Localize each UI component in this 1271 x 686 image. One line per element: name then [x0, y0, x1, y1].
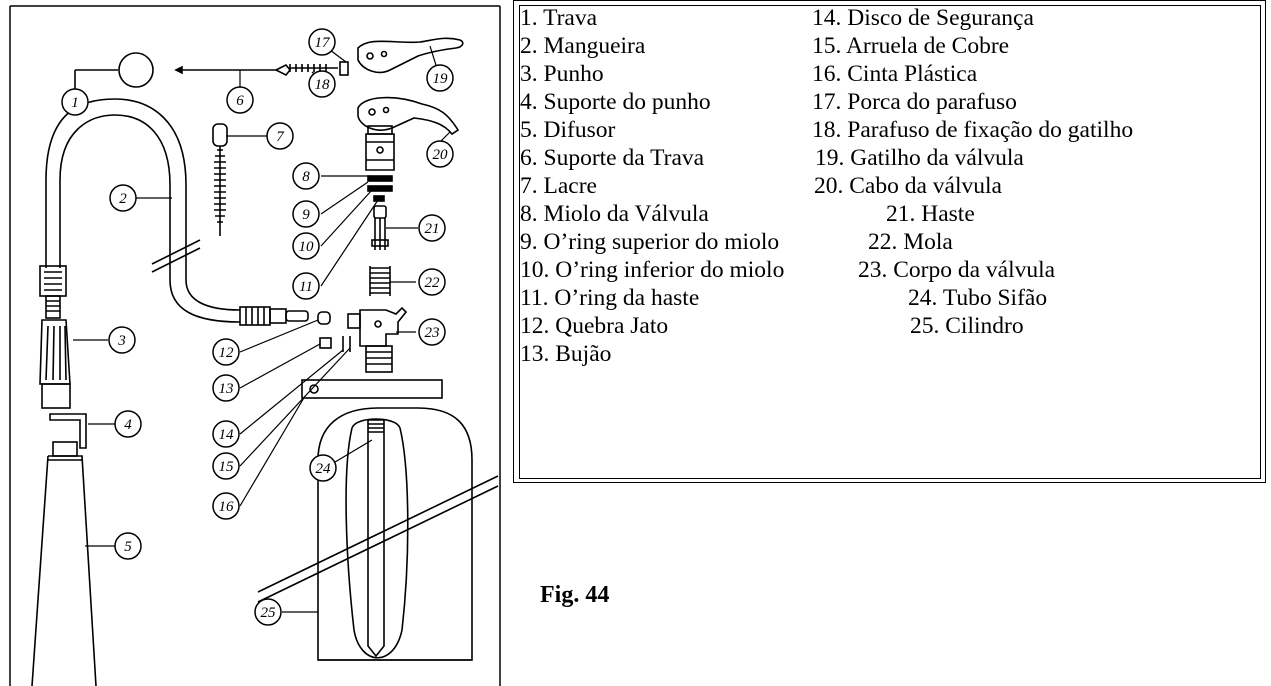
callout-number-19: 19	[433, 71, 449, 87]
part-cinta-plastica	[301, 379, 443, 399]
callout-11: 11	[292, 272, 320, 300]
callout-number-21: 21	[425, 221, 440, 237]
callout-4: 4	[114, 410, 142, 438]
callout-number-23: 23	[425, 325, 440, 341]
legend-item-9: 9. O’ring superior do miolo	[520, 229, 780, 255]
callout-number-18: 18	[315, 77, 331, 93]
callout-23: 23	[418, 318, 446, 346]
callout-number-7: 7	[276, 129, 285, 145]
part-lacre	[212, 123, 228, 236]
callout-16: 16	[212, 492, 240, 520]
legend-item-17: 17. Porca do parafuso	[812, 89, 1017, 115]
callout-1: 1	[61, 88, 89, 116]
legend-item-14: 14. Disco de Segurança	[812, 5, 1034, 31]
callout-number-24: 24	[316, 461, 332, 477]
callout-number-14: 14	[219, 427, 235, 443]
part-bujao	[319, 337, 332, 349]
legend-item-21: 21. Haste	[886, 201, 975, 227]
callout-number-12: 12	[219, 345, 235, 361]
legend-item-25: 25. Cilindro	[910, 313, 1024, 339]
callout-13: 13	[212, 374, 240, 402]
figure-label: Fig. 44	[540, 582, 610, 608]
callout-number-2: 2	[119, 191, 127, 207]
callout-5: 5	[114, 532, 142, 560]
callout-14: 14	[212, 420, 240, 448]
legend-item-13: 13. Bujão	[520, 341, 612, 367]
part-parafuso-gatilho	[289, 61, 349, 76]
legend-inner-frame	[519, 5, 1261, 479]
callout-25: 25	[254, 598, 282, 626]
part-corpo-valvula	[347, 306, 408, 373]
callout-7: 7	[266, 122, 294, 150]
part-difusor	[31, 441, 97, 686]
part-gatilho-valvula	[357, 37, 464, 74]
legend-item-24: 24. Tubo Sifão	[908, 285, 1048, 311]
legend-item-12: 12. Quebra Jato	[520, 313, 669, 339]
legend-item-7: 7. Lacre	[520, 173, 597, 199]
callout-19: 19	[426, 64, 454, 92]
callout-number-17: 17	[315, 35, 332, 51]
legend-item-19: 19. Gatilho da válvula	[815, 145, 1024, 171]
legend-item-20: 20. Cabo da válvula	[814, 173, 1002, 199]
callout-2: 2	[109, 184, 137, 212]
part-quebra-jato	[317, 311, 331, 325]
callout-number-22: 22	[425, 275, 441, 291]
legend-item-10: 10. O’ring inferior do miolo	[520, 257, 785, 283]
legend-item-16: 16. Cinta Plástica	[812, 61, 978, 87]
part-miolo-valvula	[365, 125, 395, 171]
legend-item-6: 6. Suporte da Trava	[520, 145, 705, 171]
part-suporte-punho	[49, 413, 87, 449]
part-cabo-valvula	[357, 96, 460, 136]
callout-number-5: 5	[124, 539, 132, 555]
callout-number-16: 16	[219, 499, 235, 515]
callout-number-15: 15	[219, 459, 235, 475]
part-mola	[369, 266, 391, 296]
legend-item-23: 23. Corpo da válvula	[858, 257, 1056, 283]
legend-item-5: 5. Difusor	[520, 117, 616, 143]
legend-item-4: 4. Suporte do punho	[520, 89, 711, 115]
callout-18: 18	[308, 70, 336, 98]
part-cilindro	[257, 407, 499, 661]
part-trava-ring	[74, 52, 154, 92]
callout-number-1: 1	[71, 95, 79, 111]
callout-12: 12	[212, 338, 240, 366]
callout-number-6: 6	[236, 93, 244, 109]
callout-number-10: 10	[299, 239, 315, 255]
part-tubo-sifao	[345, 418, 409, 659]
callout-3: 3	[108, 326, 136, 354]
part-suporte-da-trava	[174, 63, 292, 77]
callout-20: 20	[426, 140, 454, 168]
callout-21: 21	[418, 214, 446, 242]
callout-10: 10	[292, 232, 320, 260]
callout-24: 24	[309, 454, 337, 482]
legend-item-22: 22. Mola	[868, 229, 953, 255]
legend-item-11: 11. O’ring da haste	[520, 285, 700, 311]
callout-number-3: 3	[117, 333, 126, 349]
legend-item-18: 18. Parafuso de fixação do gatilho	[812, 117, 1134, 143]
part-mangueira	[39, 98, 309, 326]
callout-8: 8	[292, 162, 320, 190]
legend-item-2: 2. Mangueira	[520, 33, 646, 59]
part-haste	[371, 205, 389, 250]
callout-15: 15	[212, 452, 240, 480]
callout-number-4: 4	[124, 417, 132, 433]
exploded-diagram: 1234567891011121314151617181920212223242…	[9, 5, 501, 686]
callout-number-11: 11	[299, 279, 313, 295]
legend-item-8: 8. Miolo da Válvula	[520, 201, 709, 227]
legend-item-15: 15. Arruela de Cobre	[812, 33, 1010, 59]
callout-number-9: 9	[302, 207, 310, 223]
legend-item-3: 3. Punho	[520, 61, 604, 87]
callout-22: 22	[418, 268, 446, 296]
part-punho	[39, 319, 71, 409]
callout-number-25: 25	[261, 605, 277, 621]
callout-9: 9	[292, 200, 320, 228]
callout-number-13: 13	[219, 381, 234, 397]
callout-number-20: 20	[433, 147, 449, 163]
legend-box	[513, 0, 1266, 483]
callout-6: 6	[226, 86, 254, 114]
callout-17: 17	[308, 28, 336, 56]
callout-number-8: 8	[302, 169, 310, 185]
legend-item-1: 1. Trava	[520, 5, 598, 31]
